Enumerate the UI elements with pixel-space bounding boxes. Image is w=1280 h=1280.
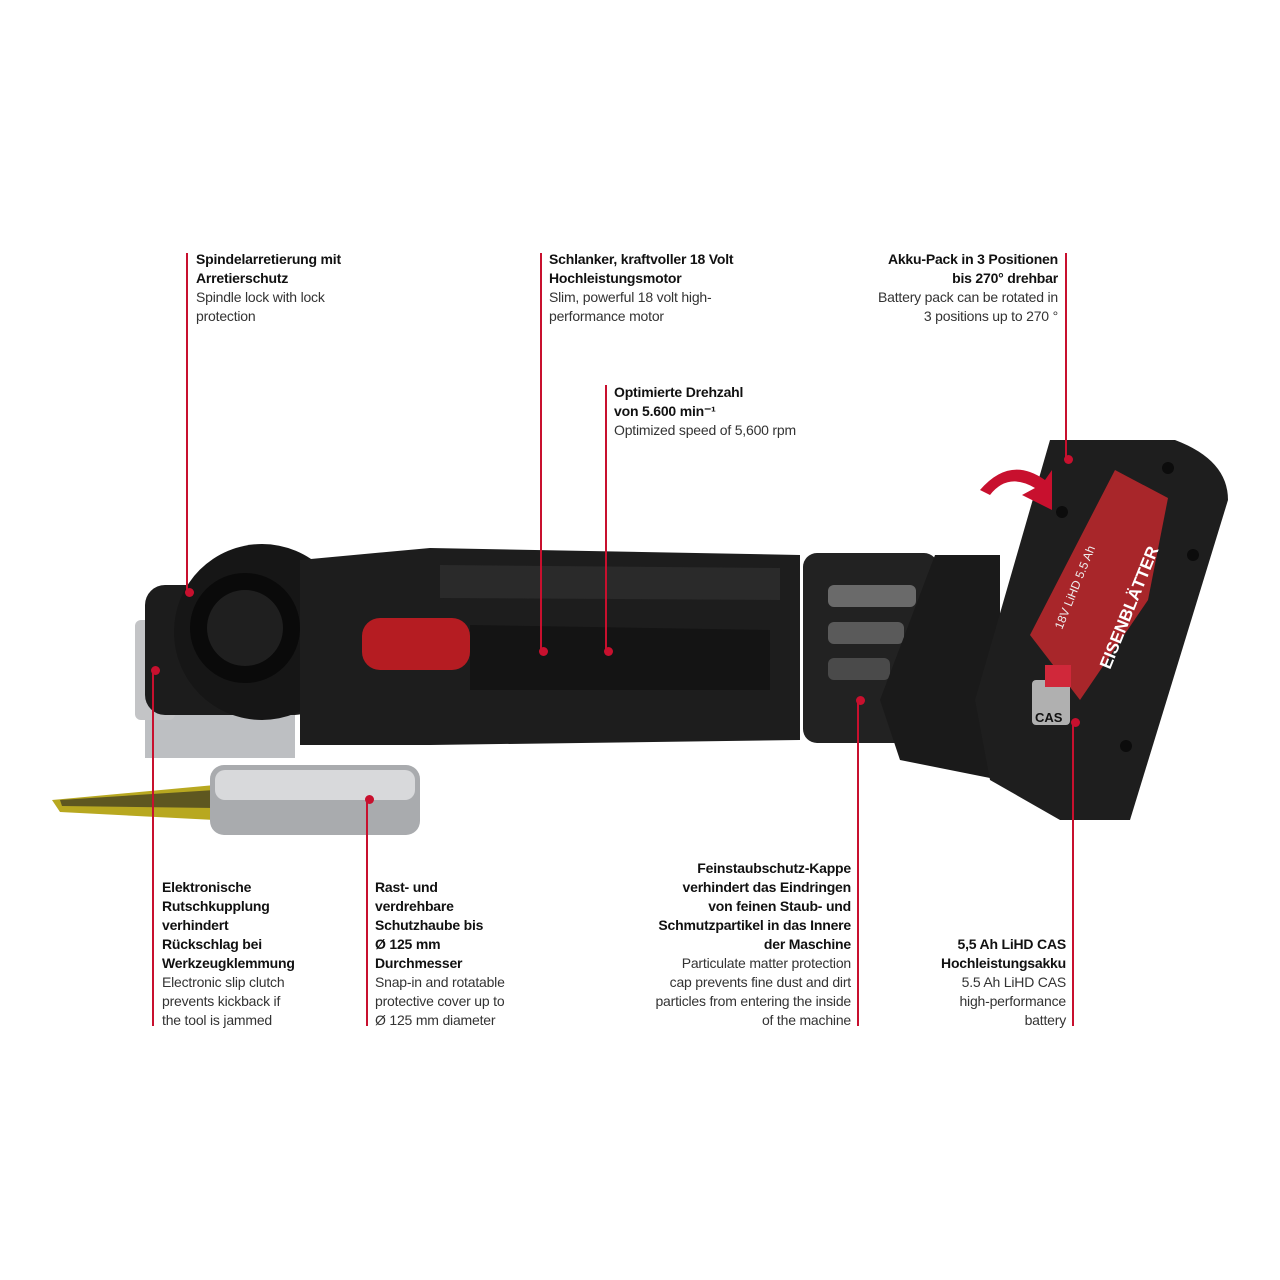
callout-line [1072,722,1074,1026]
callout-line [605,385,607,651]
callout-line [186,253,188,593]
callout-line [152,670,154,1026]
callout-text: Particulate matter protection cap preven… [655,955,851,1028]
callout-title: 5,5 Ah LiHD CAS Hochleistungsakku [941,936,1066,971]
callout-dust-cap: Feinstaubschutz-Kappe verhindert das Ein… [655,859,851,1030]
callout-text: Battery pack can be rotated in 3 positio… [878,289,1058,324]
callout-text: Optimized speed of 5,600 rpm [614,422,796,438]
callout-text: Spindle lock with lock protection [196,289,325,324]
switch-slider [362,618,470,670]
callout-title: Akku-Pack in 3 Positionen bis 270° drehb… [887,251,1058,286]
callout-line [857,700,859,1026]
callout-slip-clutch: Elektronische Rutschkupplung verhindert … [162,878,295,1030]
callout-protective-cover: Rast- und verdrehbare Schutzhaube bis Ø … [375,878,505,1030]
callout-title: Schlanker, kraftvoller 18 Volt Hochleist… [549,251,734,286]
callout-dot [184,587,194,597]
callout-text: 5.5 Ah LiHD CAS high-performance battery [959,974,1066,1028]
callout-speed: Optimierte Drehzahl von 5.600 min⁻¹ Opti… [614,383,796,440]
callout-battery: 5,5 Ah LiHD CAS Hochleistungsakku 5.5 Ah… [941,935,1066,1030]
callout-dot [150,665,160,675]
callout-dot [1070,717,1080,727]
callout-title: Rast- und verdrehbare Schutzhaube bis Ø … [375,879,484,971]
callout-title: Spindelarretierung mit Arretierschutz [196,251,341,286]
callout-dot [364,794,374,804]
callout-line [1065,253,1067,459]
callout-dot [538,646,548,656]
cas-badge: CAS [1035,710,1063,725]
rotate-arrow-icon [980,469,1052,510]
callout-title: Optimierte Drehzahl von 5.600 min⁻¹ [614,384,744,419]
callout-spindle-lock: Spindelarretierung mit Arretierschutz Sp… [196,250,341,326]
callout-dot [855,695,865,705]
callout-motor: Schlanker, kraftvoller 18 Volt Hochleist… [549,250,734,326]
callout-title: Feinstaubschutz-Kappe verhindert das Ein… [658,860,851,952]
callout-text: Slim, powerful 18 volt high- performance… [549,289,712,324]
callout-battery-rotation: Akku-Pack in 3 Positionen bis 270° drehb… [878,250,1058,326]
callout-dot [603,646,613,656]
callout-text: Electronic slip clutch prevents kickback… [162,974,285,1028]
callout-text: Snap-in and rotatable protective cover u… [375,974,505,1028]
callout-dot [1063,454,1073,464]
callout-line [540,253,542,651]
callout-title: Elektronische Rutschkupplung verhindert … [162,879,295,971]
callout-line [366,799,368,1026]
